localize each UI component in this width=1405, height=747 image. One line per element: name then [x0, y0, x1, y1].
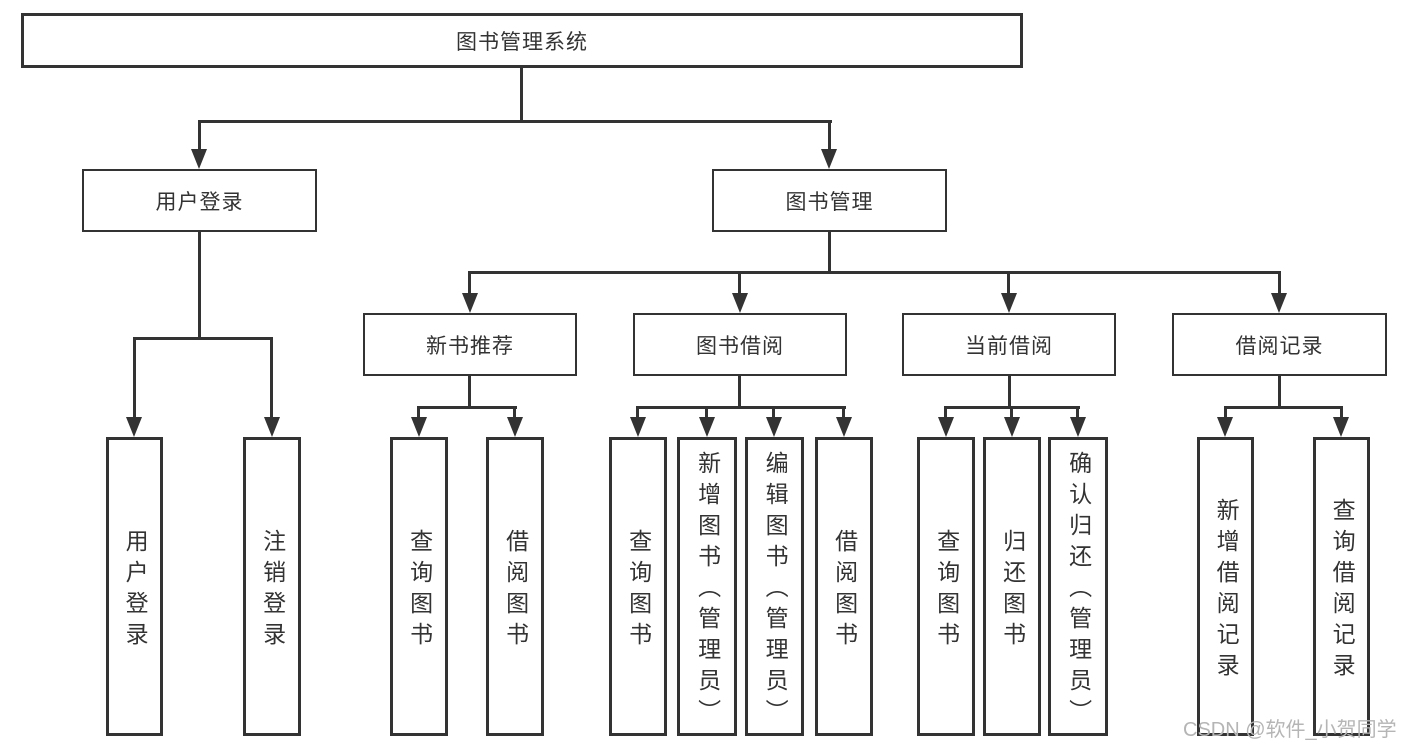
connector-line: [468, 271, 1281, 274]
connector-line: [198, 230, 201, 340]
leaf-add-borrow-record: 新增借阅记录: [1197, 437, 1254, 736]
connector-line: [842, 406, 845, 419]
node-current-borrow: 当前借阅: [902, 313, 1116, 376]
connector-line: [1224, 406, 1227, 419]
node-root-label: 图书管理系统: [456, 30, 588, 54]
arrowhead: [821, 149, 837, 169]
connector-line: [513, 406, 516, 419]
connector-line: [738, 271, 741, 295]
connector-line: [1278, 374, 1281, 408]
leaf-recommend-query-books: 查询图书: [390, 437, 448, 736]
arrowhead: [699, 417, 715, 437]
node-book-borrow-label: 图书借阅: [696, 334, 784, 358]
node-book-borrow: 图书借阅: [633, 313, 847, 376]
arrowhead: [1271, 293, 1287, 313]
connector-line: [133, 337, 136, 418]
connector-line: [1224, 406, 1343, 409]
arrowhead: [1070, 417, 1086, 437]
arrowhead: [630, 417, 646, 437]
connector-line: [468, 271, 471, 295]
connector-line: [828, 230, 831, 274]
connector-line: [828, 120, 831, 152]
leaf-recommend-borrow-books: 借阅图书: [486, 437, 544, 736]
leaf-user-login: 用户登录: [106, 437, 163, 736]
arrowhead: [126, 417, 142, 437]
connector-line: [417, 406, 420, 419]
connector-line: [417, 406, 517, 409]
leaf-return-books: 归还图书: [983, 437, 1041, 736]
leaf-borrow-query-books: 查询图书: [609, 437, 667, 736]
connector-line: [1278, 271, 1281, 295]
leaf-logout: 注销登录: [243, 437, 301, 736]
arrowhead: [766, 417, 782, 437]
node-current-borrow-label: 当前借阅: [965, 334, 1053, 358]
leaf-current-query-books: 查询图书: [917, 437, 975, 736]
leaf-edit-books-admin: 编辑图书（管理员）: [745, 437, 804, 736]
connector-line: [1008, 374, 1011, 408]
node-user-login: 用户登录: [82, 169, 317, 232]
arrowhead: [191, 149, 207, 169]
connector-line: [1340, 406, 1343, 419]
node-book-management: 图书管理: [712, 169, 947, 232]
connector-line: [738, 374, 741, 408]
connector-line: [198, 120, 832, 123]
arrowhead: [1217, 417, 1233, 437]
arrowhead: [264, 417, 280, 437]
arrowhead: [411, 417, 427, 437]
leaf-add-books-admin: 新增图书（管理员）: [677, 437, 737, 736]
connector-line: [270, 337, 273, 418]
connector-line: [1076, 406, 1079, 419]
node-new-book-recommend: 新书推荐: [363, 313, 577, 376]
connector-line: [636, 406, 639, 419]
connector-line: [944, 406, 947, 419]
node-borrow-records: 借阅记录: [1172, 313, 1387, 376]
arrowhead: [938, 417, 954, 437]
connector-line: [772, 406, 775, 419]
arrowhead: [1333, 417, 1349, 437]
connector-line: [636, 406, 846, 409]
connector-line: [1010, 406, 1013, 419]
connector-line: [705, 406, 708, 419]
connector-line: [520, 66, 523, 123]
node-root: 图书管理系统: [21, 13, 1023, 68]
leaf-borrow-books: 借阅图书: [815, 437, 873, 736]
arrowhead: [1001, 293, 1017, 313]
arrowhead: [462, 293, 478, 313]
node-new-book-recommend-label: 新书推荐: [426, 334, 514, 358]
arrowhead: [507, 417, 523, 437]
connector-line: [133, 337, 273, 340]
connector-line: [198, 120, 201, 152]
connector-line: [468, 374, 471, 408]
csdn-watermark: CSDN @软件_小贺同学: [1183, 719, 1397, 741]
arrowhead: [1004, 417, 1020, 437]
leaf-confirm-return-admin: 确认归还（管理员）: [1048, 437, 1108, 736]
arrowhead: [836, 417, 852, 437]
node-book-management-label: 图书管理: [785, 190, 874, 214]
node-user-login-label: 用户登录: [155, 190, 244, 214]
node-borrow-records-label: 借阅记录: [1235, 334, 1324, 358]
connector-line: [1007, 271, 1010, 295]
leaf-query-borrow-record: 查询借阅记录: [1313, 437, 1370, 736]
arrowhead: [732, 293, 748, 313]
